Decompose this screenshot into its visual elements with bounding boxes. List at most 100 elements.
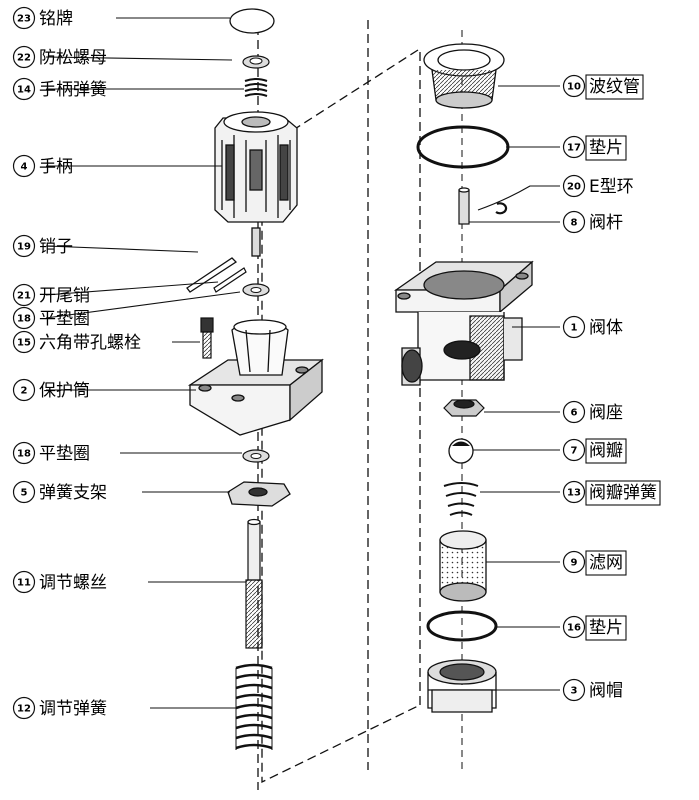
part-label: 铭牌 [39,9,73,29]
part-8-stem-icon [458,187,470,225]
part-15-bolt-icon [200,317,214,359]
part-label: 波纹管 [589,77,640,97]
part-label: 销子 [39,237,73,257]
callout-number-circle [12,480,36,504]
callout-10: 10 波纹管 [562,74,644,100]
callout-number: 4 [21,162,28,173]
callout-number-circle [12,696,36,720]
callout-number-circle [562,400,586,424]
part-label: 手柄弹簧 [39,80,107,100]
part-label: 平垫圈 [39,444,90,464]
part-label: 弹簧支架 [39,483,107,503]
callout-number: 16 [567,623,581,634]
callout-22: 22 防松螺母 [12,45,107,69]
callout-number-circle [562,615,586,639]
callout-number-circle [12,283,36,307]
part-3-cap-icon [427,659,497,713]
part-label: 阀瓣弹簧 [589,483,657,503]
callout-number-circle [562,210,586,234]
callout-number: 21 [17,291,31,302]
callout-number-circle [12,234,36,258]
label-frame [585,438,627,464]
part-label: 防松螺母 [39,48,107,68]
callout-number-circle [12,306,36,330]
callout-13: 13 阀瓣弹簧 [562,480,661,506]
callout-number: 11 [17,578,31,589]
callout-number: 6 [571,408,578,419]
callout-number: 13 [567,488,581,499]
label-frame [585,550,627,576]
part-11-adjusting-screw-icon [245,518,263,649]
callout-number: 10 [567,82,581,93]
callout-number-circle [12,77,36,101]
callout-number-circle [12,6,36,30]
part-label: 手柄 [39,157,73,177]
callout-6: 6 阀座 [562,400,623,424]
callout-number-circle [562,315,586,339]
callout-4: 4 手柄 [12,154,73,178]
part-9-strainer-icon [439,530,487,602]
callout-number: 3 [571,686,578,697]
callout-number-circle [562,480,586,504]
label-frame [585,615,627,641]
callout-number: 19 [17,242,31,253]
part-label: 阀座 [589,403,623,423]
callout-number-circle [12,570,36,594]
part-2-bonnet-icon [187,319,324,436]
callout-8: 8 阀杆 [562,210,623,234]
callout-number-circle [12,330,36,354]
callout-number: 23 [17,14,31,25]
part-21-cotter-pin-icon [213,267,247,293]
part-7-ball-icon [448,438,474,464]
part-label: 阀体 [589,318,623,338]
callout-number-circle [562,550,586,574]
part-6-valve-seat-icon [443,399,485,417]
callout-number: 15 [17,338,31,349]
callout-number-circle [12,441,36,465]
callout-number: 22 [17,53,31,64]
part-1-valve-body-icon [393,260,534,386]
part-4-handle-icon [214,111,298,223]
label-frame [585,74,644,100]
callout-number-circle [12,378,36,402]
part-14-spring-icon [244,78,268,97]
callout-number: 7 [571,446,578,457]
right-callouts [469,85,560,691]
callout-11: 11 调节螺丝 [12,570,107,594]
callout-number: 9 [571,558,578,569]
callout-number: 8 [571,218,578,229]
part-5-spring-seat-icon [227,481,291,507]
part-22-lock-nut-icon [242,55,270,69]
part-10-bellows-icon [423,43,505,109]
part-18-washer-icon [242,283,270,297]
callout-number-circle [12,154,36,178]
callout-number-circle [562,74,586,98]
part-label: 六角带孔螺栓 [39,333,141,353]
callout-number: 14 [17,85,31,96]
callout-7: 7 阀瓣 [562,438,627,464]
callout-14: 14 手柄弹簧 [12,77,107,101]
left-callouts [45,17,246,709]
part-13-spring-icon [443,482,479,516]
part-label: 调节螺丝 [39,573,107,593]
callout-number: 20 [567,182,581,193]
part-label: 阀瓣 [589,441,623,461]
callout-number-circle [562,135,586,159]
callout-15: 15 六角带孔螺栓 [12,330,141,354]
part-label: 阀帽 [589,681,623,701]
callout-number: 18 [17,449,31,460]
callout-number-circle [562,174,586,198]
part-label: 阀杆 [589,213,623,233]
part-label: 垫片 [589,138,623,158]
label-frame [585,135,627,161]
part-label: 开尾销 [39,286,90,306]
